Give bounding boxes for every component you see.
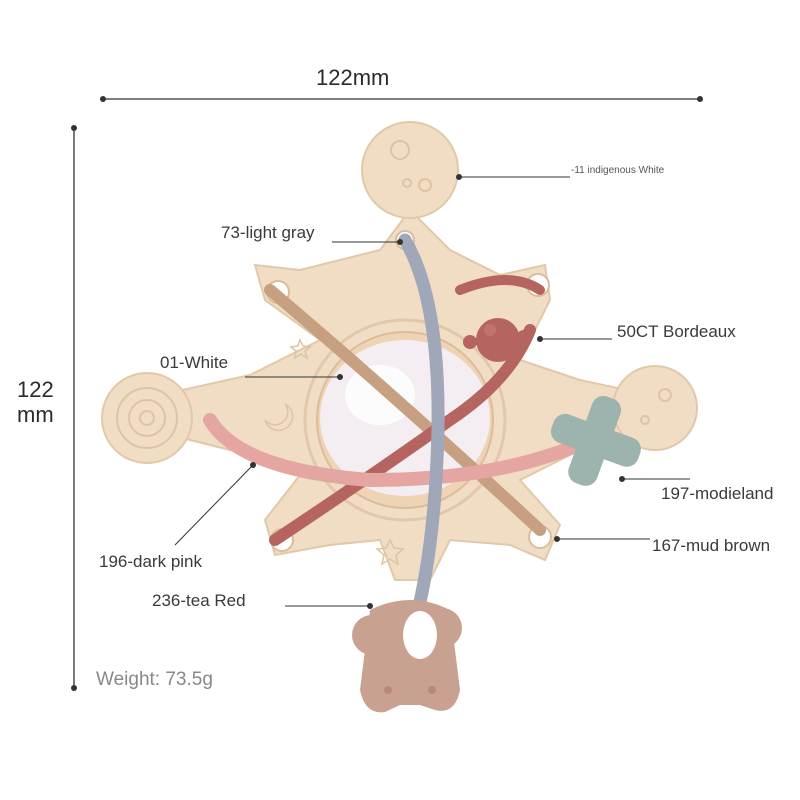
callout-mud-brown: 167-mud brown <box>652 536 771 555</box>
annotation-lines <box>174 174 690 609</box>
top-ball <box>361 121 459 219</box>
width-label: 122mm <box>316 65 390 90</box>
callout-dark-pink: 196-dark pink <box>99 552 203 571</box>
weight-label: Weight: 73.5g <box>96 669 213 690</box>
tan-rod <box>264 284 546 536</box>
light-gray-rod <box>398 233 445 647</box>
bordeaux-rod <box>269 324 536 546</box>
callout-indigenous-white: -11 indigenous White <box>571 165 665 176</box>
height-label-number: 122 <box>17 377 54 402</box>
height-dimension-line <box>71 125 77 691</box>
callout-white: 01-White <box>160 353 229 372</box>
callout-light-gray: 73-light gray <box>221 223 315 242</box>
width-dimension-line <box>100 96 703 102</box>
height-label-unit: mm <box>17 402 54 427</box>
callout-modieland: 197-modieland <box>661 484 774 503</box>
callout-bordeaux: 50CT Bordeaux <box>617 322 736 341</box>
left-ball <box>101 372 193 464</box>
callout-tea-red: 236-tea Red <box>152 591 246 610</box>
pink-rod <box>203 413 607 488</box>
mint-cross-bead <box>550 395 641 486</box>
bordeaux-bead <box>463 318 532 362</box>
tea-red-bear <box>352 600 462 713</box>
